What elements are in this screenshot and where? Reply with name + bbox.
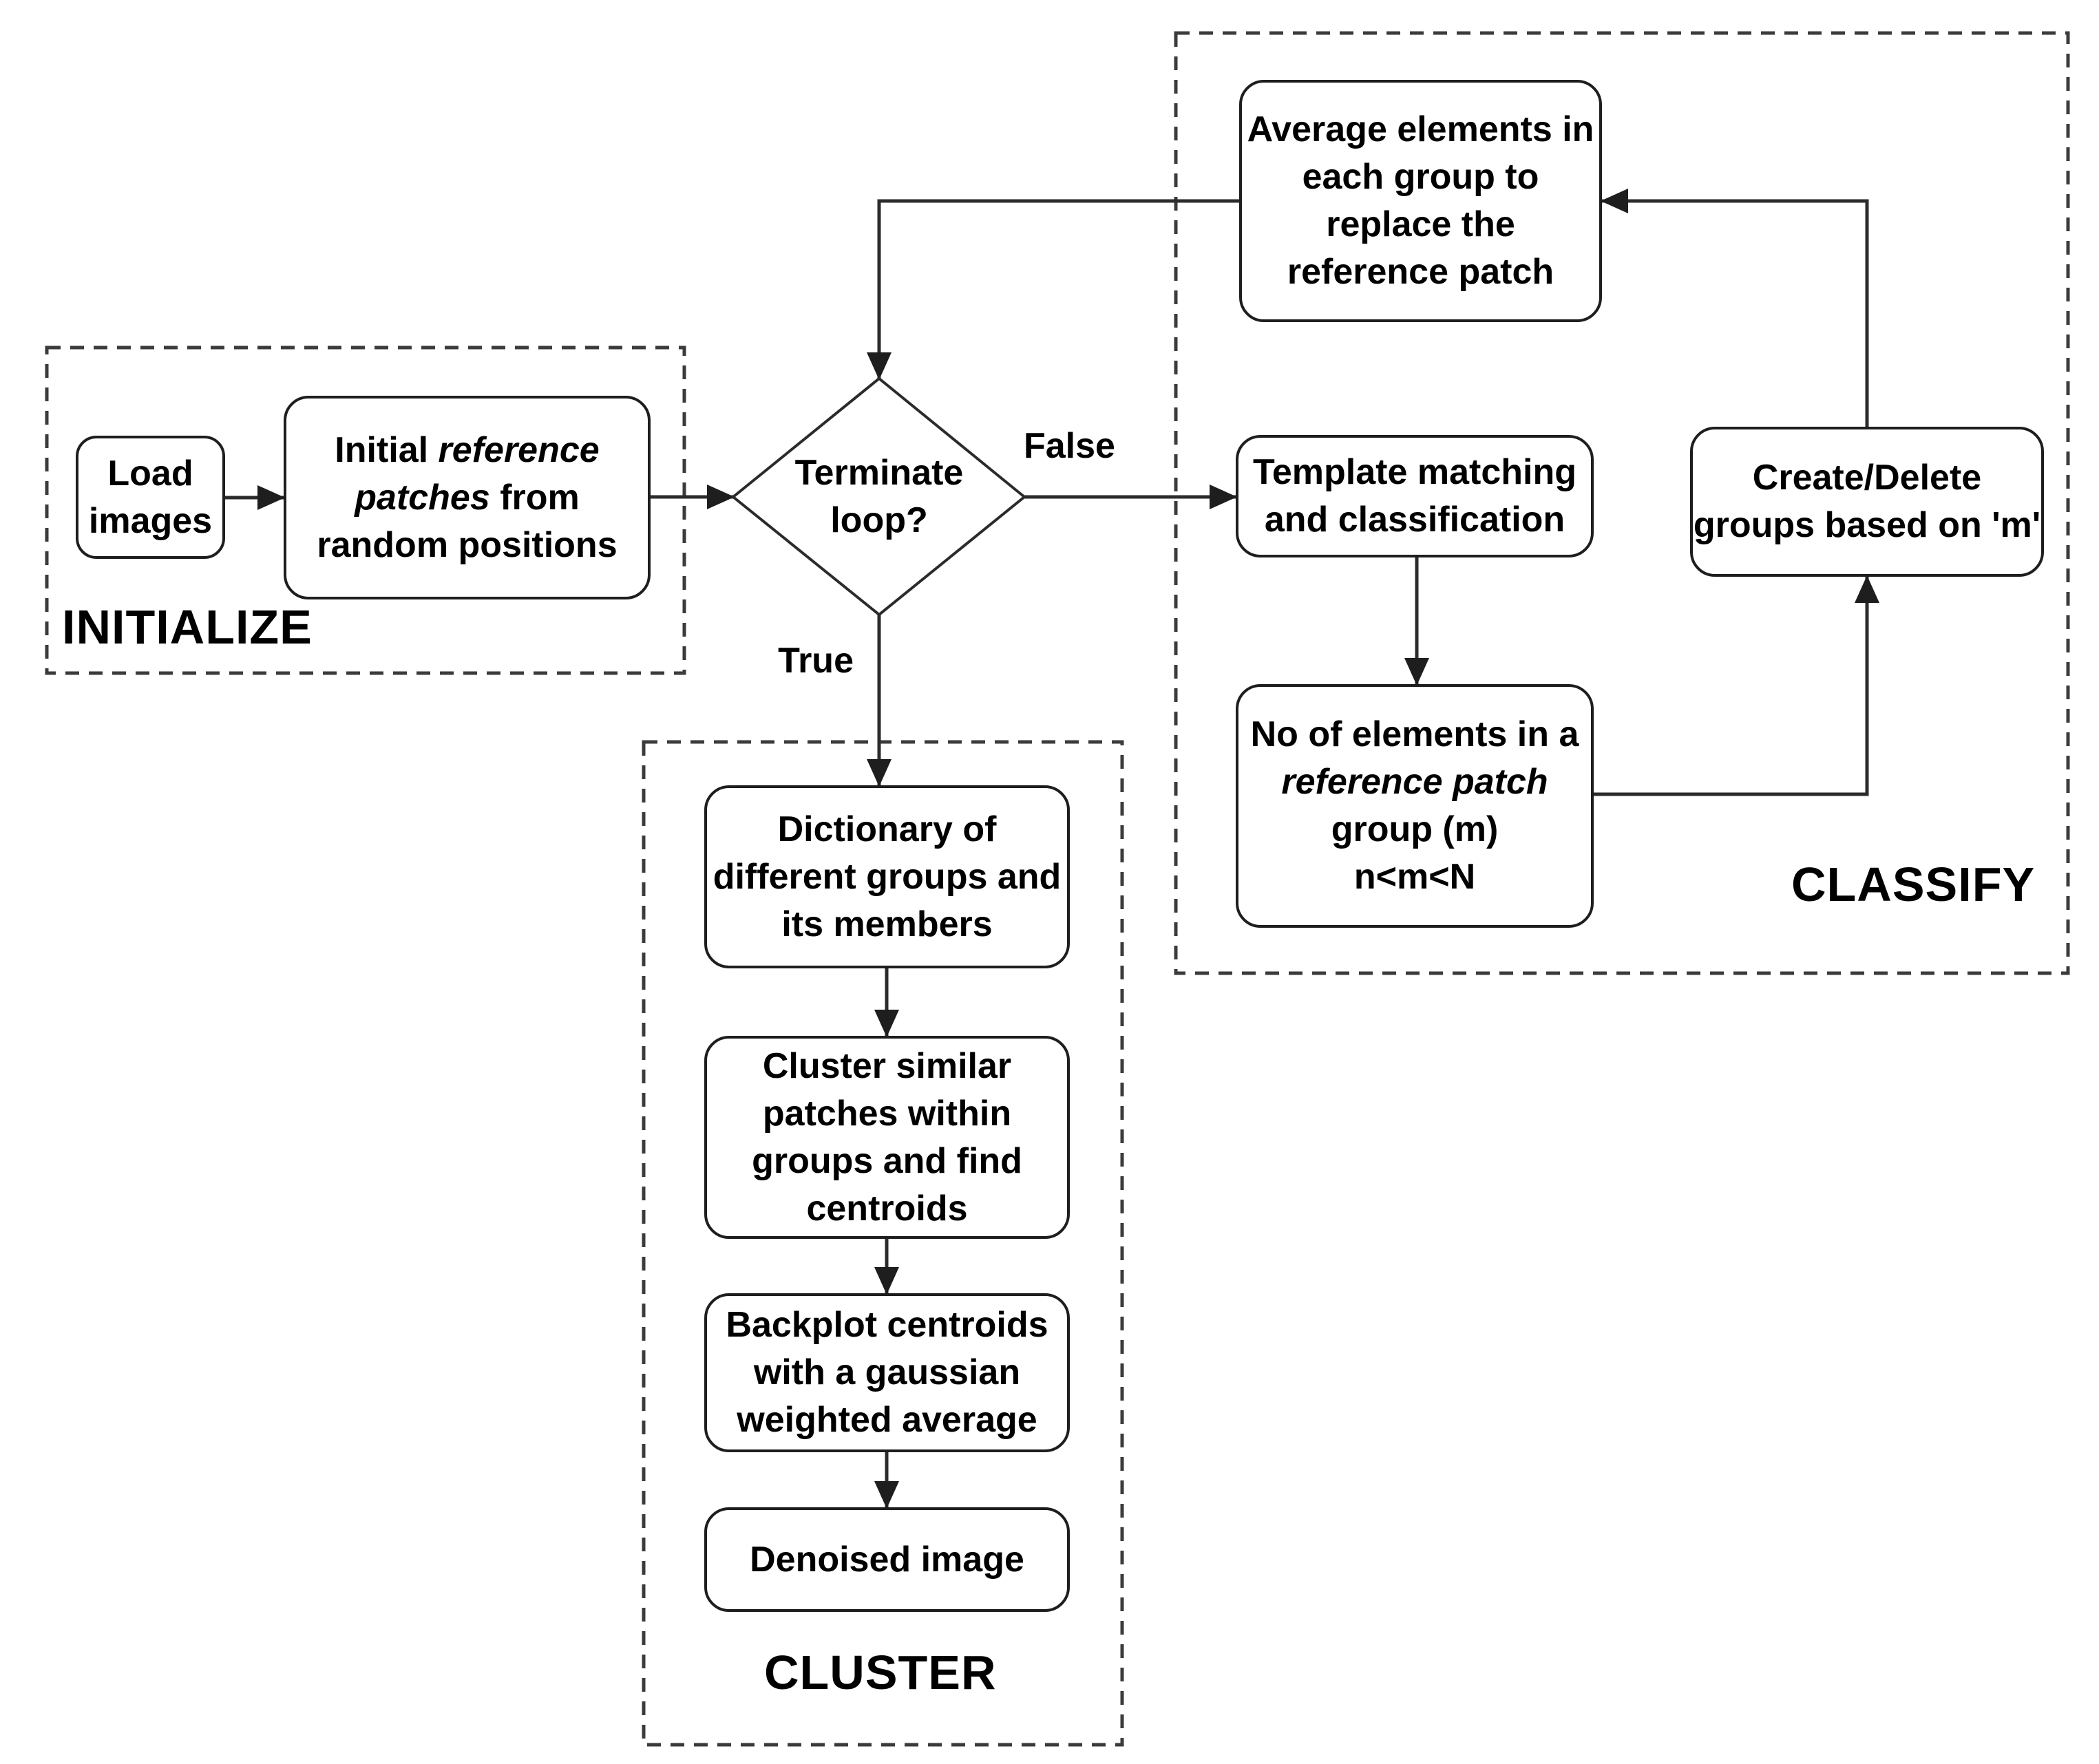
text-line: reference patch (1287, 252, 1554, 292)
node-initial-reference-patches: Initial reference patches from random po… (284, 396, 651, 599)
text-line: with a gaussian (753, 1352, 1021, 1392)
text-line: No of elements in a (1250, 714, 1579, 754)
node-denoised-image: Denoised image (704, 1507, 1070, 1612)
text-line: Backplot centroids (726, 1305, 1048, 1345)
text-line: reference patch (1281, 762, 1548, 802)
cluster-section-label: CLUSTER (764, 1646, 997, 1699)
text-line: Load (107, 453, 193, 493)
text-line: Dictionary of (777, 809, 997, 849)
edge-average-to-terminate (867, 199, 1239, 380)
text-line: Create/Delete (1752, 458, 1982, 498)
text-line: groups and find (752, 1140, 1022, 1181)
node-load-images: Load images (76, 436, 225, 559)
text-line: Denoised image (750, 1539, 1024, 1580)
node-terminate-loop-decision: Terminate loop? (748, 438, 1010, 555)
text-line: replace the (1326, 204, 1515, 244)
node-create-delete-groups: Create/Delete groups based on 'm' (1690, 427, 2044, 577)
text-line: random positions (317, 524, 618, 565)
text-line: weighted average (737, 1400, 1037, 1440)
text-line: n<m<N (1353, 857, 1476, 897)
node-template-matching: Template matching and classification (1236, 435, 1594, 557)
text-line: images (88, 500, 213, 541)
edge-createdelete-to-average (1601, 189, 1869, 427)
text-line: Average elements in (1247, 109, 1594, 149)
cluster-section-box (642, 740, 1124, 1747)
text-line: centroids (806, 1188, 968, 1229)
edge-noelements-to-createdelete (1594, 575, 1879, 796)
text-line: and classification (1264, 500, 1565, 540)
terminate-diamond-shape (730, 376, 1027, 617)
text-line: Cluster similar (762, 1045, 1012, 1086)
text-line: Template matching (1252, 452, 1576, 492)
false-branch-label: False (1024, 426, 1115, 466)
true-branch-label: True (778, 641, 854, 681)
initialize-section-box (45, 346, 686, 675)
text-line: each group to (1302, 157, 1539, 197)
text-line: loop? (830, 500, 928, 540)
text-line: patches within (762, 1093, 1012, 1134)
node-backplot-centroids: Backplot centroids with a gaussian weigh… (704, 1293, 1070, 1452)
node-no-of-elements: No of elements in a reference patch grou… (1236, 684, 1594, 928)
initialize-section-label: INITIALIZE (62, 600, 313, 654)
text-line: patches from (355, 477, 580, 518)
node-dictionary-of-groups: Dictionary of different groups and its m… (704, 785, 1070, 968)
classify-section-box (1174, 31, 2070, 975)
node-cluster-similar-patches: Cluster similar patches within groups an… (704, 1036, 1070, 1239)
text-line: group (m) (1331, 809, 1499, 849)
classify-section-label: CLASSIFY (1791, 858, 2036, 911)
text-line: Terminate (794, 453, 964, 493)
text-line: Initial reference (335, 429, 600, 470)
node-average-elements: Average elements in each group to replac… (1239, 80, 1602, 322)
text-line: its members (781, 904, 993, 944)
text-line: different groups and (713, 856, 1062, 897)
text-line: groups based on 'm' (1693, 505, 2041, 545)
